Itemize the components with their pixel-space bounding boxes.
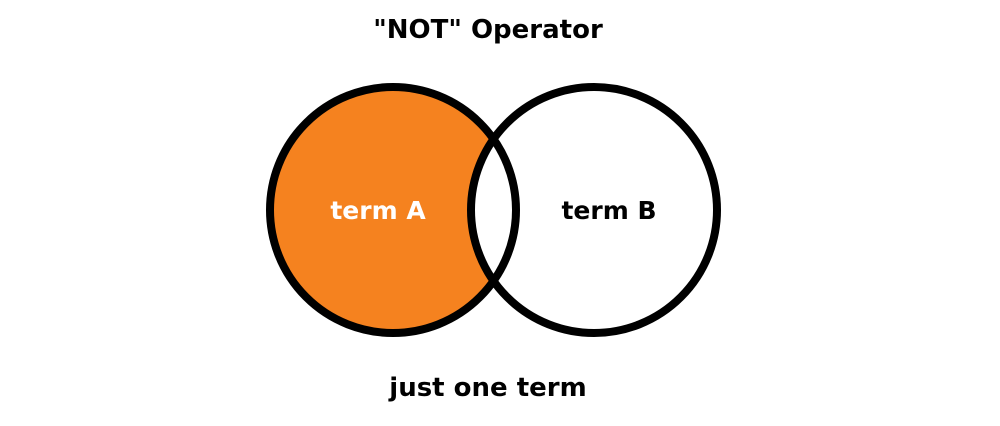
circle-term-b (467, 83, 721, 337)
term-b-label: term B (561, 196, 656, 225)
diagram-title: "NOT" Operator (373, 15, 603, 45)
diagram-caption: just one term (389, 373, 587, 403)
circle-term-a-outline (266, 83, 520, 337)
term-a-label: term A (330, 196, 426, 225)
circle-term-a (270, 87, 516, 333)
